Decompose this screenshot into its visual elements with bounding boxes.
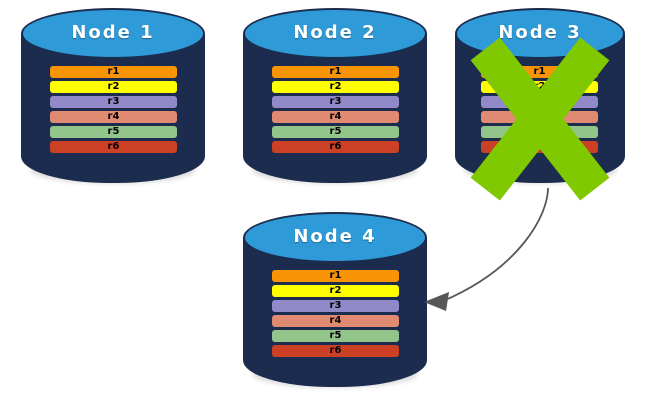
row-label: r2	[107, 81, 120, 92]
row-label: r6	[329, 345, 342, 356]
row-label: r4	[533, 111, 546, 122]
row-band[interactable]: r1	[272, 270, 399, 282]
row-label: r6	[329, 141, 342, 152]
row-label: r6	[533, 141, 546, 152]
failover-arrow-head-icon	[424, 292, 449, 311]
row-band[interactable]: r5	[481, 126, 598, 138]
row-band[interactable]: r6	[50, 141, 177, 153]
row-label: r1	[533, 66, 546, 77]
row-label: r5	[533, 126, 546, 137]
row-band[interactable]: r6	[272, 141, 399, 153]
row-band[interactable]: r5	[272, 330, 399, 342]
row-stack: r1 r2 r3 r4 r5 r6	[50, 66, 177, 153]
row-label: r2	[329, 81, 342, 92]
row-label: r3	[107, 96, 120, 107]
row-label: r6	[107, 141, 120, 152]
row-stack: r1 r2 r3 r4 r5 r6	[272, 270, 399, 357]
row-band[interactable]: r1	[272, 66, 399, 78]
row-label: r3	[533, 96, 546, 107]
cylinder-top-ellipse	[21, 8, 205, 59]
row-label: r5	[329, 126, 342, 137]
failover-arrow-line	[442, 187, 549, 302]
row-label: r4	[107, 111, 120, 122]
row-label: r2	[533, 81, 546, 92]
row-label: r1	[107, 66, 120, 77]
row-band[interactable]: r4	[50, 111, 177, 123]
row-label: r4	[329, 111, 342, 122]
row-label: r4	[329, 315, 342, 326]
row-band[interactable]: r5	[272, 126, 399, 138]
row-label: r2	[329, 285, 342, 296]
row-label: r5	[329, 330, 342, 341]
row-stack: r1 r2 r3 r4 r5 r6	[272, 66, 399, 153]
row-band[interactable]: r2	[50, 81, 177, 93]
row-label: r3	[329, 96, 342, 107]
row-band[interactable]: r2	[272, 285, 399, 297]
row-band[interactable]: r4	[272, 315, 399, 327]
row-band[interactable]: r5	[50, 126, 177, 138]
row-label: r1	[329, 270, 342, 281]
row-band[interactable]: r6	[272, 345, 399, 357]
row-band[interactable]: r2	[481, 81, 598, 93]
row-label: r3	[329, 300, 342, 311]
row-band[interactable]: r4	[272, 111, 399, 123]
row-band[interactable]: r1	[50, 66, 177, 78]
row-band[interactable]: r3	[272, 96, 399, 108]
cylinder-top-ellipse	[243, 212, 427, 263]
row-band[interactable]: r2	[272, 81, 399, 93]
row-band[interactable]: r3	[481, 96, 598, 108]
row-band[interactable]: r3	[272, 300, 399, 312]
row-band[interactable]: r3	[50, 96, 177, 108]
row-stack: r1 r2 r3 r4 r5 r6	[481, 66, 598, 153]
row-band[interactable]: r1	[481, 66, 598, 78]
row-band[interactable]: r4	[481, 111, 598, 123]
row-label: r1	[329, 66, 342, 77]
row-band[interactable]: r6	[481, 141, 598, 153]
cylinder-top-ellipse	[455, 8, 625, 59]
cylinder-top-ellipse	[243, 8, 427, 59]
row-label: r5	[107, 126, 120, 137]
